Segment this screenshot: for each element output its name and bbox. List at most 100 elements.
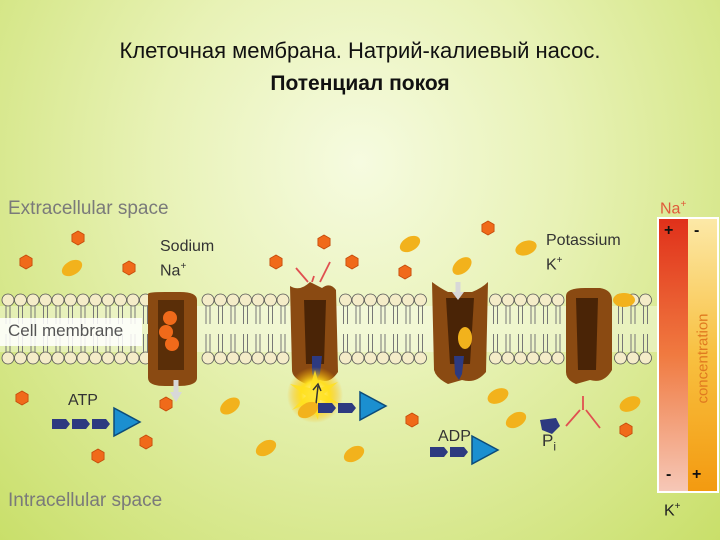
potassium-symbol: K+ <box>546 252 563 274</box>
lipid-head <box>65 352 77 364</box>
lipid-head <box>27 352 39 364</box>
lipid-head <box>65 294 77 306</box>
lipid-head <box>2 352 14 364</box>
conc-top-ion: Na+ <box>660 196 686 218</box>
lipid-head <box>540 294 552 306</box>
sodium-ion <box>72 231 84 245</box>
lipid-head <box>640 352 652 364</box>
lipid-head <box>552 294 564 306</box>
lipid-head <box>415 294 427 306</box>
conc-k-plus: + <box>692 466 701 484</box>
lipid-head <box>340 294 352 306</box>
sodium-ion <box>346 255 358 269</box>
lipid-head <box>115 294 127 306</box>
sodium-ion <box>92 449 104 463</box>
sodium-ion <box>482 221 494 235</box>
lipid-head <box>115 352 127 364</box>
potassium-ion <box>449 254 475 279</box>
cell-membrane-label: Cell membrane <box>8 322 123 340</box>
lipid-head <box>40 352 52 364</box>
phosphate-group <box>72 419 90 429</box>
lipid-head <box>227 294 239 306</box>
lipid-head <box>490 352 502 364</box>
lipid-head <box>27 294 39 306</box>
pi-label: Pi <box>542 432 556 455</box>
lipid-head <box>102 294 114 306</box>
lipid-head <box>252 294 264 306</box>
conc-bottom-ion: K+ <box>664 498 681 520</box>
potassium-ion <box>613 293 635 307</box>
potassium-ion <box>59 256 85 279</box>
adp-label: ADP <box>438 428 471 446</box>
lipid-head <box>365 352 377 364</box>
lipid-head <box>202 294 214 306</box>
potassium-label: Potassium <box>546 232 621 250</box>
extracellular-label: Extracellular space <box>8 198 169 220</box>
lipid-head <box>390 294 402 306</box>
lipid-head <box>415 352 427 364</box>
lipid-head <box>627 352 639 364</box>
potassium-ion <box>617 393 643 415</box>
lipid-head <box>352 294 364 306</box>
lipid-head <box>90 352 102 364</box>
pump-4 <box>566 288 612 384</box>
potassium-ion <box>485 385 511 407</box>
lipid-head <box>502 294 514 306</box>
lipid-head <box>515 294 527 306</box>
lipid-head <box>352 352 364 364</box>
sodium-symbol: Na+ <box>160 258 186 280</box>
potassium-ion <box>503 408 529 431</box>
lipid-head <box>15 352 27 364</box>
phosphate-group <box>92 419 110 429</box>
sodium-ion <box>318 235 330 249</box>
lipid-head <box>52 294 64 306</box>
potassium-ion <box>341 442 367 465</box>
lipid-head <box>15 294 27 306</box>
sodium-ion <box>620 423 632 437</box>
lipid-head <box>402 294 414 306</box>
potassium-ion <box>513 238 538 259</box>
lipid-head <box>377 294 389 306</box>
lipid-head <box>615 352 627 364</box>
lipid-head <box>640 294 652 306</box>
lipid-head <box>252 352 264 364</box>
sodium-ion <box>160 397 172 411</box>
conc-k-minus: - <box>694 222 699 240</box>
lipid-head <box>265 294 277 306</box>
lipid-head <box>127 352 139 364</box>
lipid-head <box>490 294 502 306</box>
intracellular-label: Intracellular space <box>8 490 162 512</box>
sodium-ion <box>16 391 28 405</box>
lipid-head <box>402 352 414 364</box>
lipid-head <box>365 294 377 306</box>
pump-1 <box>148 292 197 402</box>
potassium-ion <box>397 232 423 255</box>
lipid-head <box>52 352 64 364</box>
sodium-ion <box>123 261 135 275</box>
conc-na-plus: + <box>664 222 673 240</box>
lipid-head <box>552 352 564 364</box>
lipid-head <box>277 294 289 306</box>
lipid-head <box>40 294 52 306</box>
lipid-head <box>240 294 252 306</box>
lipid-head <box>240 352 252 364</box>
phosphate-group <box>338 403 356 413</box>
lipid-head <box>502 352 514 364</box>
sodium-ion <box>270 255 282 269</box>
phosphate-group <box>450 447 468 457</box>
lipid-head <box>527 352 539 364</box>
lipid-head <box>215 294 227 306</box>
phosphate-group <box>52 419 70 429</box>
sodium-ion <box>140 435 152 449</box>
lipid-head <box>227 352 239 364</box>
phosphate-group <box>430 447 448 457</box>
lipid-head <box>340 352 352 364</box>
atp-molecule-1 <box>52 408 140 436</box>
atp-label: ATP <box>68 392 98 410</box>
lipid-head <box>527 294 539 306</box>
lipid-head <box>215 352 227 364</box>
energy-burst <box>287 367 343 423</box>
lipid-head <box>90 294 102 306</box>
sodium-label: Sodium <box>160 238 214 256</box>
